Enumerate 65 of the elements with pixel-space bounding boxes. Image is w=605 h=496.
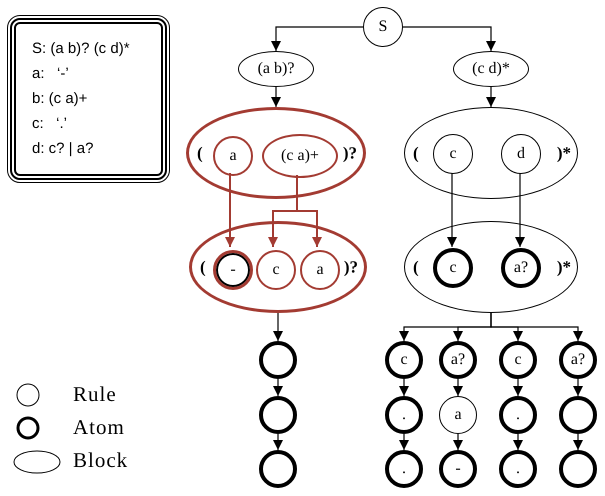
node-label: c [449, 260, 457, 276]
node-label: c [449, 146, 457, 162]
node-label: c [400, 352, 408, 368]
node-label: . [402, 407, 406, 423]
arrow [453, 434, 463, 450]
block-ellipse [404, 221, 578, 313]
arrow [273, 434, 283, 450]
block-ellipse [404, 107, 578, 199]
arrow [573, 434, 583, 450]
node-label: d [517, 146, 525, 162]
legend-label: Rule [73, 384, 117, 405]
node-label: c [514, 352, 522, 368]
arrow [513, 379, 523, 396]
block-ellipse [186, 107, 366, 199]
arrow [515, 173, 525, 247]
legend-label: Atom [73, 417, 125, 438]
block-bracket: )? [342, 142, 357, 164]
grammar-rule: b: (c a)+ [32, 89, 88, 109]
arrow [271, 87, 281, 107]
node-label: a [316, 262, 324, 278]
arrow [490, 313, 583, 341]
grammar-box [10, 18, 167, 180]
node-label: (c a)+ [281, 148, 319, 164]
arrow [271, 26, 363, 51]
arrow [453, 379, 463, 396]
node-label: c [272, 262, 280, 278]
block-ellipse [453, 51, 529, 87]
node-label: - [230, 262, 236, 278]
node-label: a? [450, 352, 466, 368]
arrow [573, 379, 583, 396]
arrow [225, 173, 235, 247]
block-bracket: ( [413, 142, 419, 164]
arrow [399, 379, 409, 396]
arrow [486, 87, 496, 107]
block-ellipse [262, 134, 338, 178]
grammar-rule: S: (a b)? (c d)* [32, 39, 131, 59]
node-label: . [402, 461, 406, 477]
legend-label: Block [73, 450, 128, 471]
arrow [513, 434, 523, 450]
grammar-rule: d: c? | a? [32, 139, 94, 159]
arrow [273, 313, 283, 341]
node-label: (a b)? [258, 61, 294, 77]
node-label: (c d)* [472, 61, 510, 77]
arrow [447, 173, 457, 247]
node-label: . [516, 407, 520, 423]
block-bracket: )* [556, 256, 571, 278]
node-label: a? [514, 260, 528, 276]
node-label: S [378, 19, 388, 35]
grammar-rule: a: ‘-’ [32, 64, 70, 84]
block-bracket: ( [197, 142, 203, 164]
arrow [399, 434, 409, 450]
arrow [273, 379, 283, 396]
node-label: a [229, 148, 237, 164]
node-label: a? [570, 352, 586, 368]
block-bracket: )? [344, 256, 358, 278]
block-ellipse [189, 221, 367, 313]
node-label: . [516, 461, 520, 477]
block-bracket: ( [200, 256, 206, 278]
grammar-rule: c: ‘.’ [32, 114, 68, 134]
block-bracket: )* [556, 142, 571, 164]
block-bracket: ( [413, 256, 419, 278]
node-label: - [455, 461, 461, 477]
node-label: a [454, 407, 462, 423]
arrow [403, 26, 496, 51]
block-ellipse [238, 51, 314, 87]
